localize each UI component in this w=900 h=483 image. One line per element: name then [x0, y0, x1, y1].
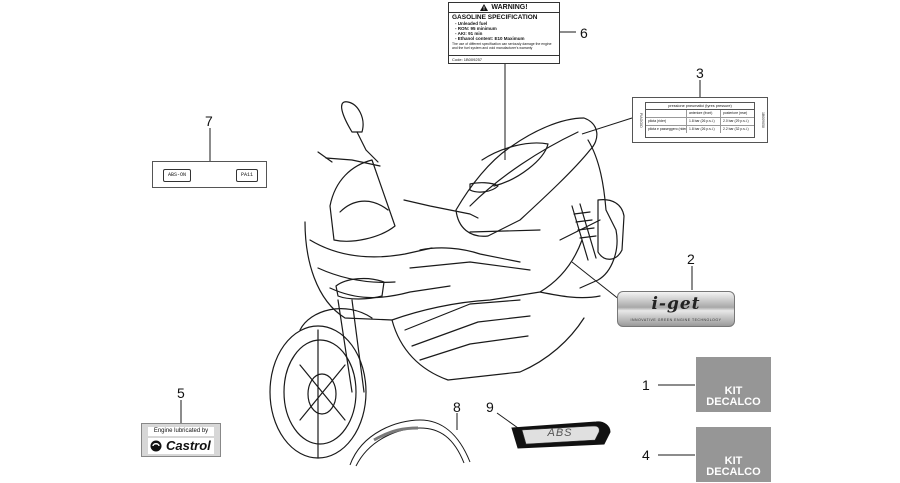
tyre-cell: 1.8 bar (26 p.s.i.): [687, 118, 721, 125]
callout-2: 2: [687, 251, 695, 267]
callout-5: 5: [177, 385, 185, 401]
leader-3-to-part: [581, 117, 633, 135]
tyre-row-rider: pilota (rider): [646, 118, 687, 125]
table-row: anteriore (front) posteriore (rear): [646, 110, 754, 118]
warning-line-3: - AKI: 91 min: [455, 31, 483, 36]
tyre-cell: 1.8 bar (26 p.s.i.): [687, 126, 721, 133]
rim-stripe: [349, 419, 471, 467]
callout-8: 8: [453, 399, 461, 415]
abs-on-tag: ABS-ON: [163, 169, 192, 182]
rear-body: [579, 139, 618, 289]
callout-6: 6: [580, 25, 588, 41]
exhaust: [597, 199, 625, 260]
castrol-top-text: Engine lubricated by: [148, 427, 214, 436]
tyre-col-0: [646, 110, 687, 117]
callout-3: 3: [696, 65, 704, 81]
handlebar-left: [325, 157, 381, 167]
warning-header: WARNING!: [491, 4, 528, 11]
warning-line-2: - RON: 95 minimum: [455, 26, 497, 31]
abs-badge-text: ABS: [547, 427, 573, 439]
callout-7: 7: [205, 113, 213, 129]
tyre-col-front: anteriore (front): [687, 110, 721, 117]
callout-9: 9: [486, 399, 494, 415]
kit-line2: DECALCO: [706, 396, 761, 408]
warning-code: Code: 1B009257: [449, 55, 559, 63]
kit-line1: KIT: [724, 385, 743, 397]
warning-fine-print: The use of different specification can s…: [452, 42, 552, 50]
tyre-col-rear: posteriore (rear): [723, 111, 748, 115]
tyre-pressure-label: PIAGGIO 1B009058 pressione pneumatici (t…: [632, 97, 768, 143]
table-row: pilota (rider) 1.8 bar (26 p.s.i.) 2.0 b…: [646, 118, 754, 126]
tyre-side-left: PIAGGIO: [639, 112, 643, 128]
iget-label: i-get INNOVATIVE GREEN ENGINE TECHNOLOGY: [617, 291, 735, 327]
kit-decalco-4: KIT DECALCO: [696, 427, 771, 482]
iget-tagline: INNOVATIVE GREEN ENGINE TECHNOLOGY: [630, 318, 722, 322]
leader-2-to-part: [571, 261, 621, 301]
kit-line1: KIT: [724, 455, 743, 467]
mirror-right: [469, 182, 499, 193]
leader-9: [496, 412, 519, 429]
windscreen: [329, 159, 396, 242]
tyre-heading: pressione pneumatici (tyres pressure): [646, 103, 754, 110]
warning-title: GASOLINE SPECIFICATION: [452, 14, 538, 21]
abs-on-label: ABS-ON PA11: [152, 161, 267, 188]
front-fork: [337, 299, 365, 393]
front-wheel-inner: [283, 339, 357, 445]
front-body: [304, 221, 583, 321]
kit-line2: DECALCO: [706, 466, 761, 478]
callout-1: 1: [642, 377, 650, 393]
castrol-brand: Castrol: [148, 438, 214, 454]
warning-line-4: - Ethanol content: E10 Maximum: [455, 36, 525, 41]
warning-triangle-icon: [480, 4, 489, 11]
castrol-logo-icon: [150, 440, 162, 452]
seat: [455, 117, 598, 237]
tyre-row-passenger: pilota e passeggero (rider+passenger): [648, 126, 687, 133]
headlight: [335, 277, 385, 300]
tyre-cell: 2.2 bar (32 p.s.i.): [723, 127, 749, 131]
handlebar-right: [403, 199, 479, 219]
callout-4: 4: [642, 447, 650, 463]
warning-line-1: - Unleaded fuel: [455, 21, 488, 26]
tyre-cell: 2.0 bar (29 p.s.i.): [723, 119, 749, 123]
table-row: pilota e passeggero (rider+passenger) 1.…: [646, 126, 754, 133]
tyre-side-right: 1B009058: [761, 112, 765, 128]
mirror-left: [341, 101, 364, 133]
pa11-tag: PA11: [235, 169, 258, 182]
iget-logo: i-get: [651, 294, 701, 314]
castrol-label: Engine lubricated by Castrol: [141, 423, 221, 457]
kit-decalco-1: KIT DECALCO: [696, 357, 771, 412]
gasoline-warning-label: WARNING! GASOLINE SPECIFICATION - Unlead…: [448, 2, 560, 64]
